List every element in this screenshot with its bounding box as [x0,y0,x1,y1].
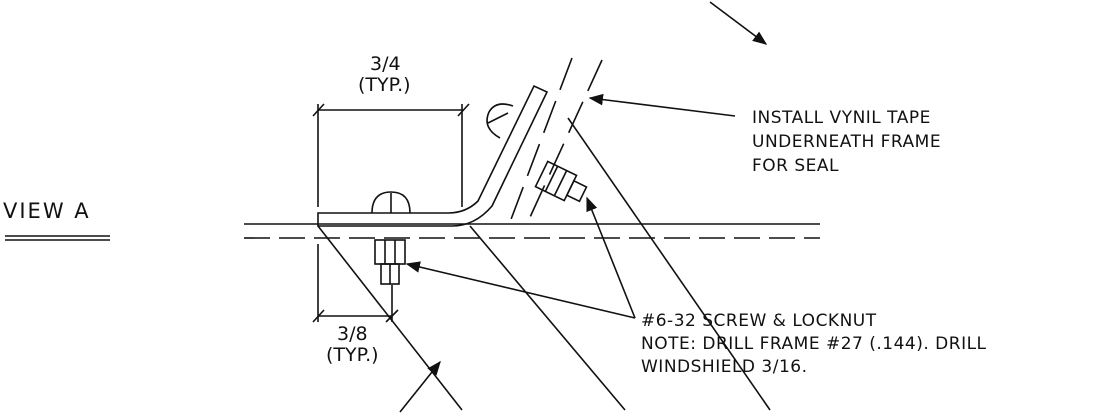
dim-bottom-typ: (TYP.) [326,344,379,366]
dim-top-value: 3/4 [370,53,401,75]
locknut-bottom [374,239,406,265]
tape-line [509,57,573,223]
tape-leader [588,93,736,117]
view-arrow [709,1,768,45]
windshield-edge [469,225,626,411]
screw-head-top [371,191,411,214]
view-arrow [399,360,441,413]
tape-line [525,59,603,227]
screw-note-line-2: NOTE: DRILL FRAME #27 (.144). DRILL [641,334,987,354]
screw-leader [586,196,636,319]
screw-head-angled [486,103,514,139]
screw-note-line-1: #6-32 SCREW & LOCKNUT [641,311,877,331]
tape-note-line-3: FOR SEAL [752,156,840,176]
tape-note-line-2: UNDERNEATH FRAME [752,132,942,152]
dim-bottom-value: 3/8 [337,323,368,345]
screw-note-line-3: WINDSHIELD 3/16. [641,357,808,377]
windshield-edge [567,117,771,411]
view-label: VIEW A [3,199,91,223]
locknut-angled [534,160,588,203]
tape-note-line-1: INSTALL VYNIL TAPE [752,108,931,128]
angle-bracket [317,84,549,227]
dim-top-typ: (TYP.) [358,74,411,96]
screw-leader [405,261,636,319]
